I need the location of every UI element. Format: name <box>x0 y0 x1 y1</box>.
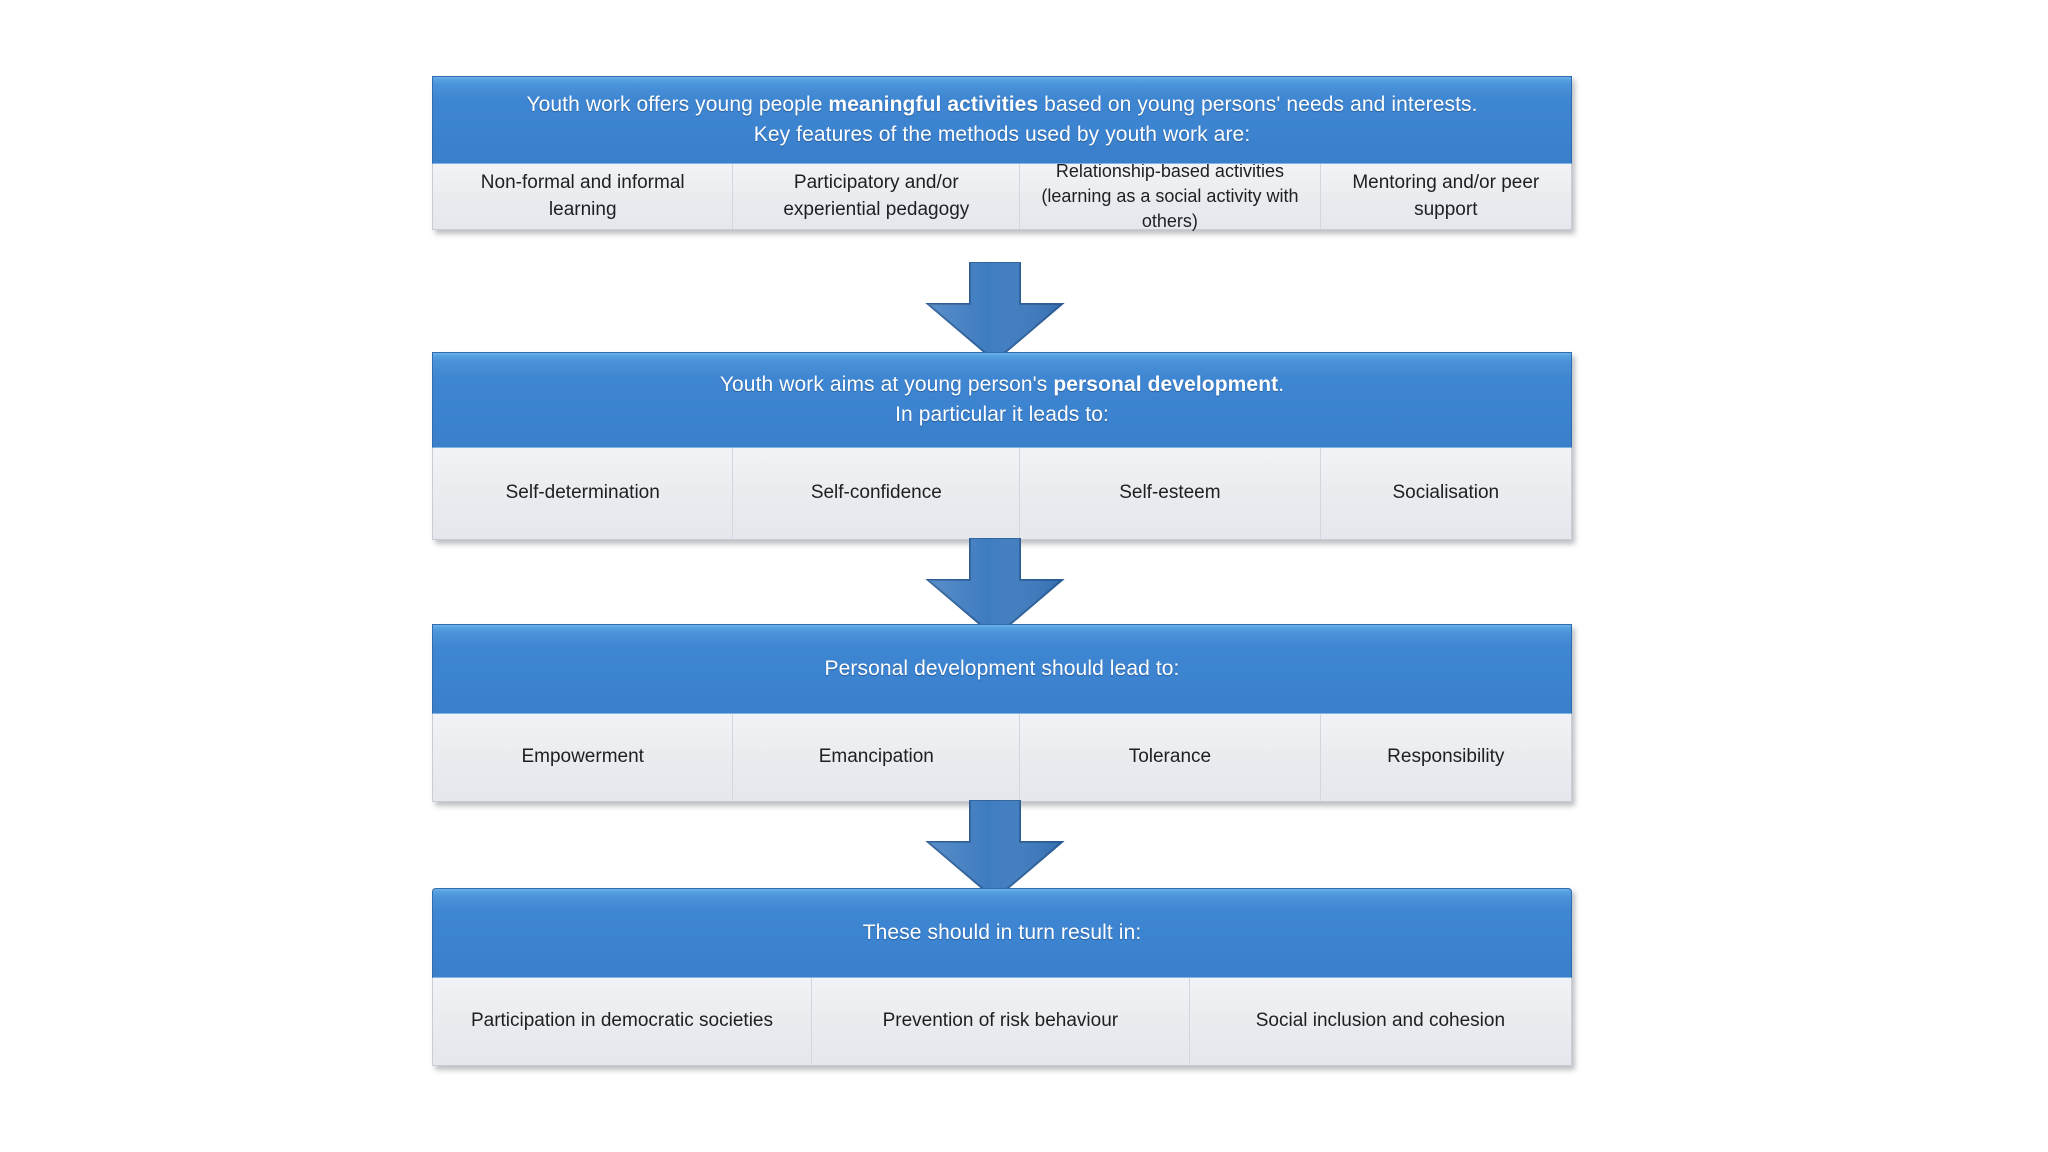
block-societal-results-header: These should in turn result in: <box>432 888 1572 978</box>
header-segment: In particular it leads to: <box>895 403 1109 426</box>
cell-responsibility: Responsibility <box>1320 714 1571 801</box>
cell-self-determination: Self-determination <box>433 448 734 539</box>
cell-social-inclusion-cohesion: Social inclusion and cohesion <box>1189 978 1571 1065</box>
header-segment: Key features of the methods used by yout… <box>753 123 1251 146</box>
header-line: These should in turn result in: <box>863 918 1142 948</box>
cell-emancipation: Emancipation <box>733 714 1021 801</box>
cell-empowerment: Empowerment <box>433 714 734 801</box>
header-segment: Youth work offers young people <box>526 92 829 116</box>
cell-tolerance: Tolerance <box>1020 714 1321 801</box>
block-methods-header-text: Youth work offers young people meaningfu… <box>500 90 1503 151</box>
block-societal-results-header-text: These should in turn result in: <box>837 918 1168 948</box>
cell-label: Participation in democratic societies <box>470 1010 773 1032</box>
header-segment: Personal development should lead to: <box>824 656 1180 680</box>
block-personal-development: Youth work aims at young person's person… <box>432 352 1572 540</box>
cell-prevention-risk-behaviour: Prevention of risk behaviour <box>811 978 1190 1065</box>
header-segment-bold: meaningful activities <box>828 92 1039 116</box>
header-line: In particular it leads to: <box>720 400 1284 430</box>
header-segment: These should in turn result in: <box>862 920 1142 944</box>
cell-socialisation: Socialisation <box>1320 448 1571 539</box>
block-outcomes-cells: Empowerment Emancipation Tolerance Respo… <box>432 714 1572 802</box>
block-personal-development-header: Youth work aims at young person's person… <box>432 352 1572 448</box>
cell-non-formal-learning: Non-formal and informal learning <box>433 164 734 229</box>
header-segment: based on young persons' needs and intere… <box>1038 92 1478 116</box>
cell-label: Mentoring and/or peer support <box>1352 172 1540 220</box>
arrow-down-icon-2 <box>925 538 1065 638</box>
header-line: Youth work offers young people meaningfu… <box>526 90 1477 120</box>
cell-label: Non-formal and informal learning <box>480 172 685 220</box>
arrow-down-icon-3 <box>925 800 1065 900</box>
cell-label: Responsibility <box>1387 746 1505 768</box>
header-line: Personal development should lead to: <box>824 654 1179 684</box>
cell-label: Socialisation <box>1392 482 1500 504</box>
header-segment-bold: personal development <box>1053 372 1279 396</box>
block-personal-development-cells: Self-determination Self-confidence Self-… <box>432 448 1572 540</box>
cell-participatory-pedagogy: Participatory and/or experiential pedago… <box>733 164 1021 229</box>
block-personal-development-header-text: Youth work aims at young person's person… <box>694 370 1310 431</box>
block-outcomes-header: Personal development should lead to: <box>432 624 1572 714</box>
block-outcomes-header-text: Personal development should lead to: <box>798 654 1205 684</box>
header-line: Key features of the methods used by yout… <box>526 120 1477 150</box>
cell-participation-democratic-societies: Participation in democratic societies <box>433 978 812 1065</box>
cell-mentoring-peer-support: Mentoring and/or peer support <box>1320 164 1571 229</box>
block-societal-results: These should in turn result in: Particip… <box>432 888 1572 1066</box>
arrow-down-icon-1 <box>925 262 1065 362</box>
cell-label: Tolerance <box>1128 746 1212 768</box>
header-segment: . <box>1278 372 1285 396</box>
cell-self-esteem: Self-esteem <box>1020 448 1321 539</box>
cell-label: Self-determination <box>505 482 660 504</box>
block-methods: Youth work offers young people meaningfu… <box>432 76 1572 231</box>
block-methods-header: Youth work offers young people meaningfu… <box>432 76 1572 164</box>
block-methods-cells: Non-formal and informal learning Partici… <box>432 161 1572 231</box>
block-outcomes: Personal development should lead to: Emp… <box>432 624 1572 802</box>
cell-label: Prevention of risk behaviour <box>882 1010 1119 1032</box>
cell-relationship-based-activities: Relationship-based activities (learning … <box>1020 161 1321 231</box>
header-segment: Youth work aims at young person's <box>719 372 1054 396</box>
cell-label: Self-esteem <box>1119 482 1221 504</box>
block-societal-results-cells: Participation in democratic societies Pr… <box>432 978 1572 1066</box>
cell-label: Social inclusion and cohesion <box>1255 1010 1506 1032</box>
header-line: Youth work aims at young person's person… <box>720 370 1284 400</box>
cell-label: Emancipation <box>818 746 934 768</box>
cell-label: Self-confidence <box>810 482 942 504</box>
cell-label: Relationship-based activities (learning … <box>1041 161 1299 231</box>
cell-label: Empowerment <box>521 746 644 768</box>
cell-self-confidence: Self-confidence <box>733 448 1021 539</box>
cell-label: Participatory and/or experiential pedago… <box>783 172 970 220</box>
